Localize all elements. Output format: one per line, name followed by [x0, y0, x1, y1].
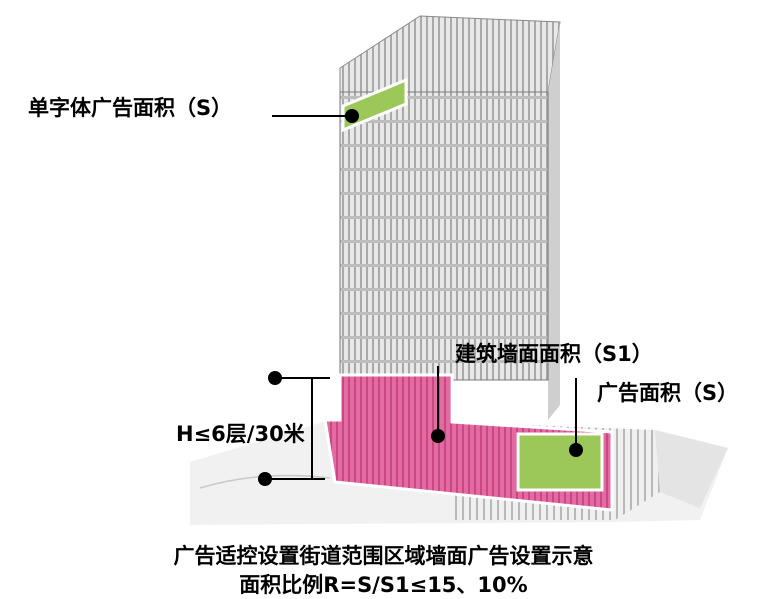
caption-line-2: 面积比例R=S/S1≤15、10%: [239, 573, 528, 597]
height-top-dot: [268, 371, 282, 385]
height-bottom-dot: [258, 472, 272, 486]
single-ad-dot: [345, 109, 359, 123]
tower-right-face: [548, 22, 560, 420]
single-char-ad-area-label: 单字体广告面积（S）: [28, 96, 233, 120]
tower-crown: [339, 15, 561, 93]
ad-dot: [569, 443, 583, 457]
height-limit-label: H≤6层/30米: [176, 422, 305, 446]
wall-dot: [431, 429, 445, 443]
ad-area-label: 广告面积（S）: [597, 381, 739, 405]
ad-area: [516, 432, 604, 492]
building-wall-area-label: 建筑墙面面积（S1）: [455, 342, 653, 366]
podium-side: [655, 430, 728, 508]
caption-line-1: 广告适控设置街道范围区域墙面广告设置示意: [173, 544, 594, 568]
